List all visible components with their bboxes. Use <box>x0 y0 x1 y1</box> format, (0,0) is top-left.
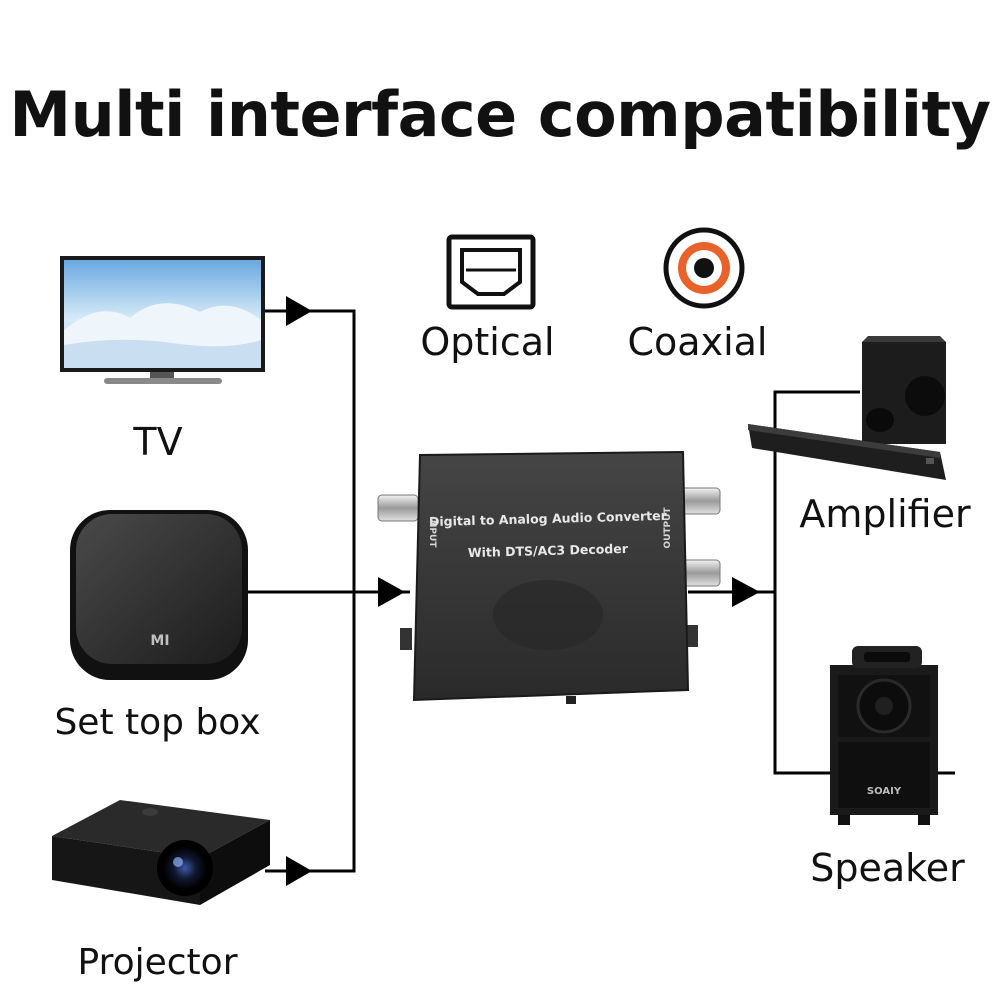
tv-icon <box>60 256 265 384</box>
page-title: Multi interface compatibility <box>9 78 991 151</box>
speaker-label: Speaker <box>810 846 965 890</box>
coaxial-label: Coaxial <box>627 320 768 364</box>
output-arrow <box>732 577 760 607</box>
set-top-box-brand: MI <box>150 633 169 649</box>
set-top-box-icon: MI <box>70 510 248 680</box>
converter-title: Digital to Analog Audio Converter <box>429 508 668 529</box>
set-top-box-arrow <box>378 577 405 607</box>
arrows <box>286 296 760 886</box>
projector-icon <box>52 800 270 905</box>
amplifier-label: Amplifier <box>799 492 971 536</box>
converter-output-label: OUTPUT <box>663 507 673 549</box>
speaker-icon: SOAIY <box>830 646 938 825</box>
converter-input-label: INPUT <box>427 517 437 549</box>
projector-arrow <box>286 856 312 886</box>
soundbar-icon <box>748 336 946 480</box>
set-top-box-label: Set top box <box>54 702 261 743</box>
optical-port-icon <box>446 234 536 310</box>
tv-arrow <box>286 296 312 326</box>
converter-subtitle: With DTS/AC3 Decoder <box>468 541 629 560</box>
coaxial-port-icon <box>663 227 745 309</box>
converter-box: Digital to Analog Audio Converter With D… <box>377 450 721 704</box>
speaker-brand: SOAIY <box>867 786 902 797</box>
tv-label: TV <box>133 420 183 464</box>
projector-label: Projector <box>77 942 238 983</box>
optical-label: Optical <box>420 320 555 364</box>
